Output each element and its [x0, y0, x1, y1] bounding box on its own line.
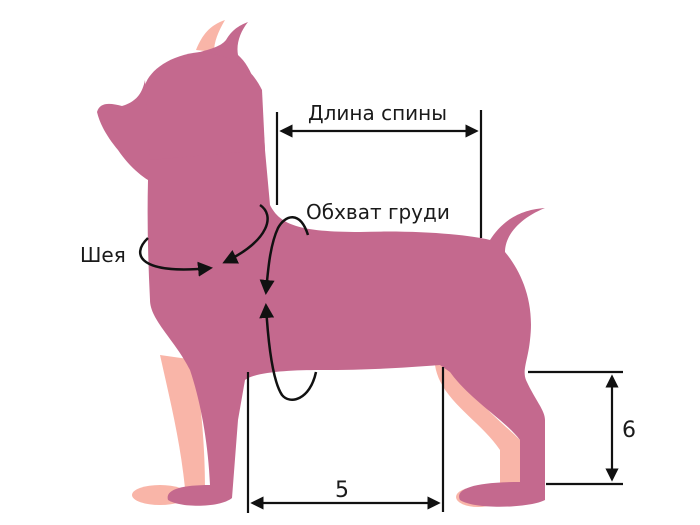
chest-arrow-bottom: [259, 303, 318, 401]
chest-arrow-top: [259, 216, 310, 295]
measure-6-label: 6: [622, 418, 636, 443]
far-ear: [196, 20, 225, 52]
far-front-leg: [160, 355, 205, 488]
measure-5-label: 5: [335, 478, 349, 503]
dog-head: [145, 52, 265, 160]
far-back-leg: [435, 365, 520, 488]
neck-arrow-back: [222, 203, 269, 264]
neck-label: Шея: [80, 243, 126, 267]
back-length-label: Длина спины: [308, 101, 448, 125]
neck-arrow-front: [138, 237, 213, 277]
chest-girth-label: Обхват груди: [306, 200, 450, 224]
